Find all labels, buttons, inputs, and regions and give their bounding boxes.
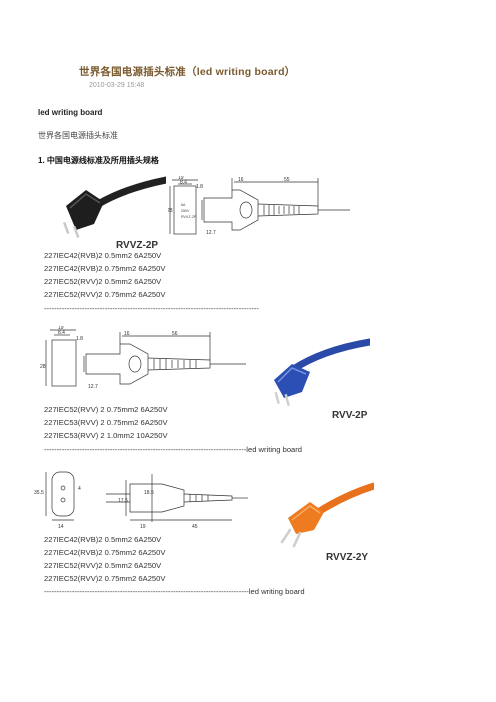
fig2-dim-19: 19	[58, 326, 64, 331]
fig2-dim-56: 56	[172, 331, 178, 337]
fig3-label: RVVZ-2Y	[326, 552, 368, 563]
subtitle: 世界各国电源插头标准	[38, 131, 118, 140]
fig3-dim-14: 14	[58, 524, 64, 530]
post-date: 2010-03-29 15:48	[89, 82, 145, 89]
spec-line: 227IEC52(RVV) 2 0.75mm2 6A250V	[44, 405, 168, 414]
plug-photo-rvvz-2y: RVVZ-2Y	[280, 482, 374, 563]
plug-drawing-rvvz-2y: 35.5 4 14 17.5 18.5 19 45	[34, 471, 248, 530]
fig2-dim-12-7: 12.7	[88, 384, 98, 390]
spec-line: 227IEC42(RVB)2 0.75mm2 6A250V	[44, 264, 166, 273]
spec-line: 227IEC42(RVB)2 0.75mm2 6A250V	[44, 548, 166, 557]
fig2-dim-8-4: 8.4	[58, 330, 65, 336]
fig2-label: RVV-2P	[332, 410, 368, 420]
plug-mark-model: RVVZ-2P	[181, 215, 197, 219]
fig3-dim-17-5: 17.5	[118, 498, 128, 504]
fig1-dim-16: 16	[238, 177, 244, 183]
spec-line: 227IEC53(RVV) 2 1.0mm2 10A250V	[44, 431, 168, 440]
spec-line: 227IEC52(RVV)2 0.5mm2 6A250V	[44, 277, 162, 286]
subheading: led writing board	[38, 108, 103, 117]
section-heading: 1. 中国电源线标准及所用插头规格	[38, 156, 159, 165]
fig2-dim-1-8: 1.8	[76, 336, 83, 342]
separator-line: ----------------------------------------…	[44, 304, 259, 313]
fig3-dim-35-5: 35.5	[34, 490, 44, 496]
fig1-dim-19: 19	[178, 176, 184, 181]
fig3-dim-19: 19	[140, 524, 146, 530]
fig1-label: RVVZ-2P	[116, 240, 158, 251]
spec-line: 227IEC52(RVV)2 0.75mm2 6A250V	[44, 574, 166, 583]
plug-photo-rvv-2p: RVV-2P	[274, 338, 370, 420]
fig3-dim-18-5: 18.5	[144, 490, 154, 496]
page-title: 世界各国电源插头标准（led writing board）	[79, 66, 296, 78]
separator-line: ----------------------------------------…	[44, 445, 303, 454]
fig1-dim-55: 55	[284, 177, 290, 183]
spec-line: 227IEC52(RVV)2 0.5mm2 6A250V	[44, 561, 162, 570]
fig1-dim-12-7: 12.7	[206, 230, 216, 236]
spec-line: 227IEC42(RVB)2 0.5mm2 6A250V	[44, 535, 162, 544]
fig3-dim-4: 4	[78, 486, 81, 492]
plug-mark-voltage: 250V	[181, 209, 190, 213]
fig3-dim-45: 45	[192, 524, 198, 530]
fig2-dim-16: 16	[124, 331, 130, 337]
spec-line: 227IEC42(RVB)2 0.5mm2 6A250V	[44, 251, 162, 260]
separator-line: ----------------------------------------…	[44, 587, 305, 596]
spec-line: 227IEC53(RVV) 2 0.75mm2 6A250V	[44, 418, 168, 427]
plug-drawing-rvvz-2p: 19 8.4 1.8 28 16 55 12.7 6A 250V RVVZ-2P	[168, 176, 350, 236]
fig1-dim-28: 28	[168, 208, 173, 214]
fig1-dim-1-8: 1.8	[196, 184, 203, 190]
plug-drawing-rvv-2p: 19 8.4 1.8 28 16 56 12.7	[40, 326, 246, 390]
plug-photo-rvvz-2p: RVVZ-2P	[63, 176, 166, 251]
fig1-dim-8-4: 8.4	[180, 180, 187, 186]
spec-line: 227IEC52(RVV)2 0.75mm2 6A250V	[44, 290, 166, 299]
fig2-dim-28: 28	[40, 364, 46, 370]
plug-mark-current: 6A	[181, 203, 186, 207]
